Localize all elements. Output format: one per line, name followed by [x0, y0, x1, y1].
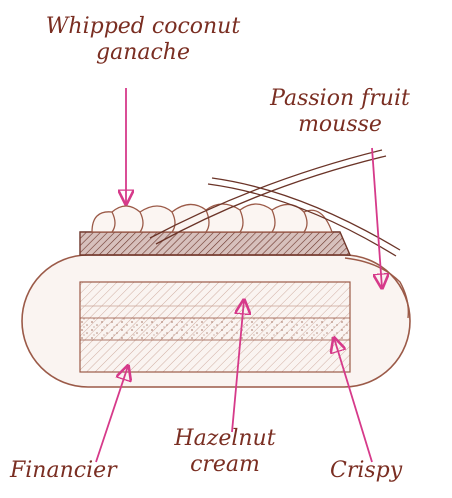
label-crispy: Crispy [330, 458, 440, 484]
label-passion-line1: Passion fruit [240, 86, 440, 112]
crispy-layer [80, 318, 350, 340]
label-passion-line2: mousse [240, 112, 440, 138]
label-passion-fruit-mousse: Passion fruit mousse [240, 86, 440, 138]
label-hazelnut-cream: Hazelnut cream [160, 426, 290, 478]
label-hazelnut-line1: Hazelnut [160, 426, 290, 452]
label-financier: Financier [10, 458, 170, 484]
label-hazelnut-line2: cream [160, 452, 290, 478]
label-whipped-line1: Whipped coconut [18, 14, 268, 40]
label-whipped-line2: ganache [18, 40, 268, 66]
label-whipped-coconut-ganache: Whipped coconut ganache [18, 14, 268, 66]
